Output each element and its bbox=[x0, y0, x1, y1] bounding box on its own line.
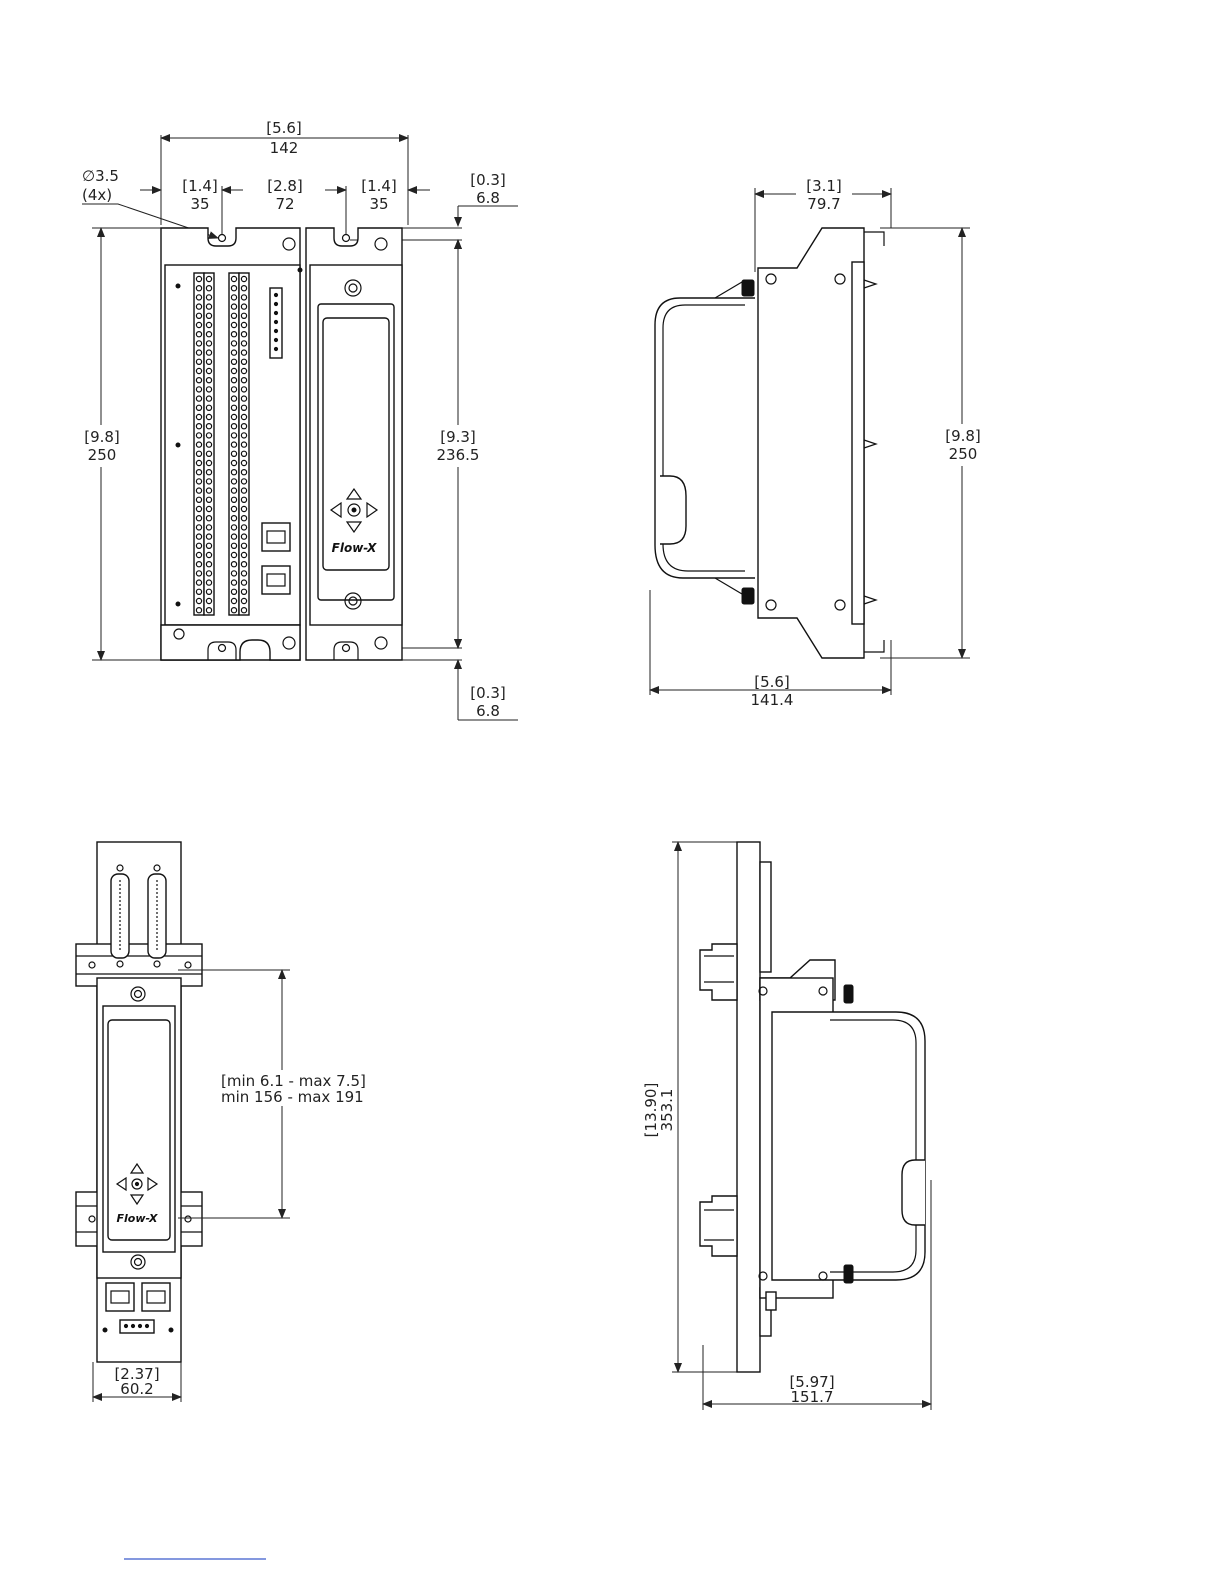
front-view: [5.6] 142 ∅3.5 (4x) [1.4] 35 [2.8] 72 [1… bbox=[82, 119, 518, 720]
overall-depth-mm: 141.4 bbox=[751, 691, 794, 709]
overall-depth-inch: [5.6] bbox=[754, 673, 790, 691]
din-front-view: Flow-X [min 6.1 - max 7.5] min 156 - max… bbox=[76, 842, 366, 1402]
bottom-offset-inch: [0.3] bbox=[470, 684, 506, 702]
depth-inch: [3.1] bbox=[806, 177, 842, 195]
overall-width-mm: 142 bbox=[270, 139, 299, 157]
left-pitch-inch: [1.4] bbox=[182, 177, 218, 195]
bottom-offset-mm: 6.8 bbox=[476, 702, 500, 720]
side-height-mm: 250 bbox=[949, 445, 978, 463]
din-height-mm: 353.1 bbox=[658, 1089, 676, 1132]
hole-span-mm: 236.5 bbox=[437, 446, 480, 464]
overall-width-inch: [5.6] bbox=[266, 119, 302, 137]
depth-mm: 79.7 bbox=[807, 195, 840, 213]
right-pitch-mm: 35 bbox=[369, 195, 388, 213]
top-offset-mm: 6.8 bbox=[476, 189, 500, 207]
hole-span-inch: [9.3] bbox=[440, 428, 476, 446]
hole-diameter: ∅3.5 bbox=[82, 167, 119, 185]
height-mm: 250 bbox=[88, 446, 117, 464]
top-offset-inch: [0.3] bbox=[470, 171, 506, 189]
height-inch: [9.8] bbox=[84, 428, 120, 446]
rail-spacing-mm: min 156 - max 191 bbox=[221, 1088, 364, 1106]
side-view: [3.1] 79.7 [9.8] 250 [5.6] 141.4 bbox=[650, 172, 986, 709]
din-logo-flow-x: Flow-X bbox=[117, 1212, 158, 1225]
left-pitch-mm: 35 bbox=[190, 195, 209, 213]
mid-pitch-inch: [2.8] bbox=[267, 177, 303, 195]
hole-count: (4x) bbox=[82, 186, 112, 204]
din-side-view: [13.90] 353.1 [5.97] 151.7 bbox=[642, 842, 931, 1410]
mid-pitch-mm: 72 bbox=[275, 195, 294, 213]
din-depth-mm: 151.7 bbox=[791, 1388, 834, 1406]
logo-flow-x: Flow-X bbox=[332, 541, 377, 555]
side-height-inch: [9.8] bbox=[945, 427, 981, 445]
right-pitch-inch: [1.4] bbox=[361, 177, 397, 195]
din-width-mm: 60.2 bbox=[120, 1380, 153, 1398]
